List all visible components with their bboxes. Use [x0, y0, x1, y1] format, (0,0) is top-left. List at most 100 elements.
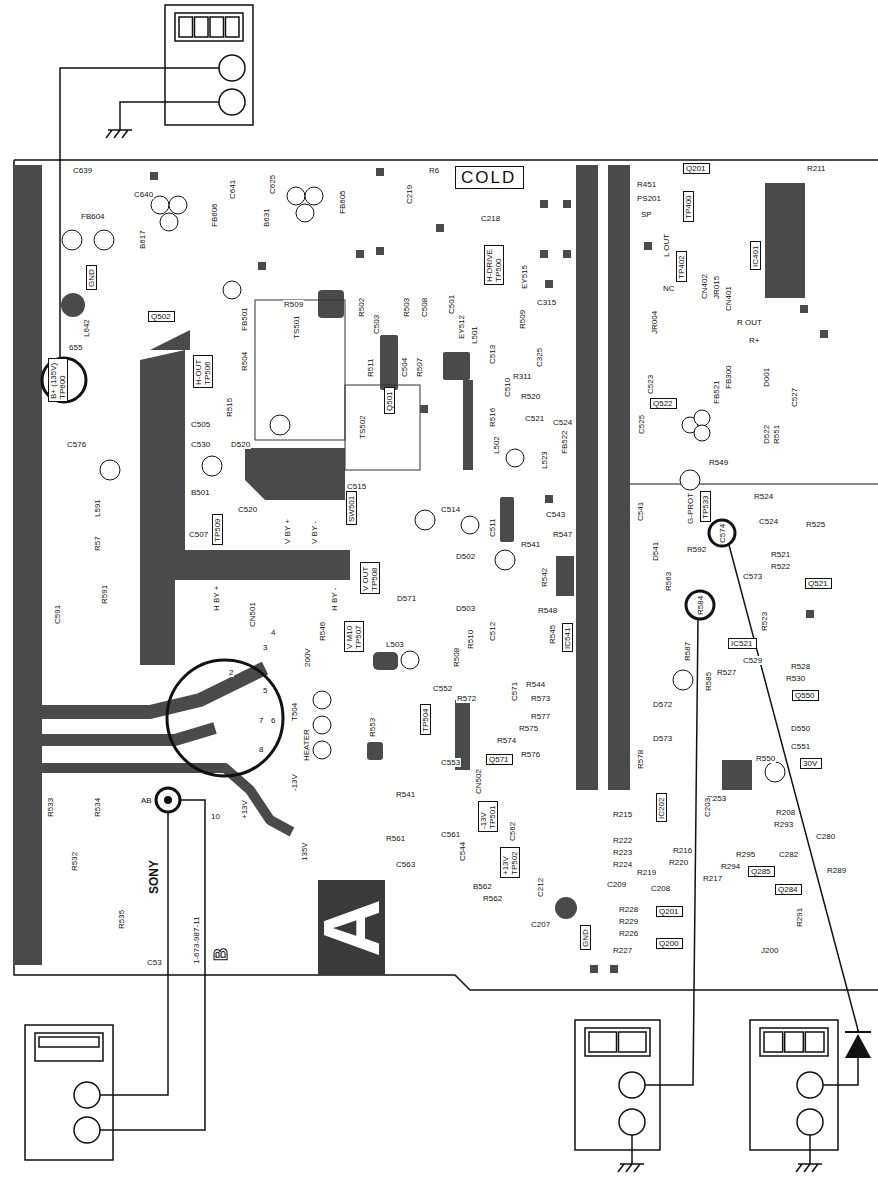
part-label: D001	[762, 367, 771, 388]
part-label: C576	[66, 440, 87, 449]
solder-pad	[540, 250, 548, 258]
ground-symbol	[796, 1150, 822, 1172]
box-label: GND	[87, 268, 96, 287]
box-label: TP508	[370, 565, 379, 591]
part-label: R541	[520, 540, 541, 549]
part-label: D522	[762, 424, 771, 445]
part-label: R295	[735, 850, 756, 859]
part-label: C591	[53, 604, 62, 625]
component-block	[443, 352, 470, 380]
test-point-box: -13VTP501	[478, 801, 498, 832]
probe-circle	[167, 660, 283, 776]
meter-body	[165, 5, 253, 125]
part-label: R561	[385, 834, 406, 843]
display-cell	[785, 1032, 804, 1052]
part-label: R576	[520, 750, 541, 759]
part-label: 3	[262, 643, 268, 652]
part-label: TS502	[358, 414, 367, 440]
part-label: C505	[190, 420, 211, 429]
box-label: Q284	[778, 885, 799, 894]
part-label: L591	[93, 498, 102, 518]
probe-wire	[100, 812, 168, 1095]
part-label: JR004	[650, 310, 659, 335]
meter-body	[25, 1025, 113, 1160]
part-label: R216	[672, 846, 693, 855]
box-label: Q571	[489, 755, 510, 764]
part-label: R215	[612, 810, 633, 819]
box-label: TP600	[58, 361, 67, 399]
solder-pad	[806, 610, 814, 618]
part-label: R219	[636, 868, 657, 877]
part-label: R573	[530, 694, 551, 703]
part-label: +13V	[240, 799, 249, 820]
part-label: FB521	[712, 379, 721, 405]
part-label: R509	[283, 300, 304, 309]
display-cell	[226, 17, 240, 37]
part-label: D502	[455, 552, 476, 561]
part-label: SP	[640, 210, 653, 219]
part-label: V BY -	[310, 520, 319, 545]
part-label: R551	[772, 424, 781, 445]
box-label: SW501	[347, 494, 356, 522]
part-label: R587	[683, 641, 692, 662]
part-label: R578	[636, 749, 645, 770]
test-point-box: TP400	[683, 191, 694, 222]
ground-symbol	[618, 1150, 644, 1172]
part-label: JR015	[712, 275, 721, 300]
part-label: R294	[720, 862, 741, 871]
capacitor-symbol	[160, 213, 178, 231]
trace	[463, 380, 473, 470]
part-label: V BY +	[283, 518, 292, 545]
part-label: 1-673-987-11	[192, 916, 201, 965]
probe-ring	[156, 788, 180, 812]
test-point-box: Q285	[748, 866, 775, 877]
part-label: R522	[770, 562, 791, 571]
solder-pad	[590, 965, 598, 973]
part-label: R OUT	[736, 318, 763, 327]
display-cell	[195, 17, 209, 37]
part-label: C625	[268, 174, 277, 195]
part-label: R572	[456, 694, 477, 703]
display-cell	[210, 17, 224, 37]
part-label: L503	[385, 640, 405, 649]
test-point-box: Q200	[656, 938, 683, 949]
transformer-outline	[345, 385, 420, 470]
box-label: TP507	[354, 624, 363, 649]
test-point-box: TP504	[420, 704, 431, 735]
part-label: R515	[225, 397, 234, 418]
part-label: C529	[742, 656, 763, 665]
box-label: H-DRIVE	[485, 248, 494, 282]
heater-trace	[42, 768, 292, 832]
test-point-box: IC202	[656, 793, 667, 822]
part-label: R508	[452, 647, 461, 668]
part-label: 6	[270, 716, 276, 725]
part-label: C640	[133, 190, 154, 199]
board-section-block: A	[318, 880, 385, 975]
part-label: C325	[535, 347, 544, 368]
part-label: R451	[636, 180, 657, 189]
part-label: R585	[704, 671, 713, 692]
part-label: R549	[708, 458, 729, 467]
solder-pad	[610, 965, 618, 973]
display-cell	[39, 1037, 99, 1047]
divider-line	[630, 484, 878, 485]
box-label: Q201	[659, 907, 680, 916]
test-point-box: Q501	[384, 387, 395, 414]
part-label: R6	[428, 166, 440, 175]
test-point-box: 30V	[800, 758, 822, 769]
capacitor-symbol	[313, 741, 331, 759]
probe-wire	[120, 102, 219, 116]
part-label: C218	[480, 214, 501, 223]
board-letter: B	[212, 947, 231, 962]
meter-display	[35, 1033, 103, 1061]
test-point-box: IC521	[728, 638, 757, 649]
part-label: D541	[651, 541, 660, 562]
part-label: R553	[368, 717, 377, 738]
part-label: FB606	[210, 202, 219, 228]
part-label: C207	[530, 920, 551, 929]
transformer-outline	[255, 300, 345, 440]
part-label: C520	[237, 505, 258, 514]
part-label: R548	[537, 606, 558, 615]
test-point-box: V M10TP507	[344, 621, 364, 652]
